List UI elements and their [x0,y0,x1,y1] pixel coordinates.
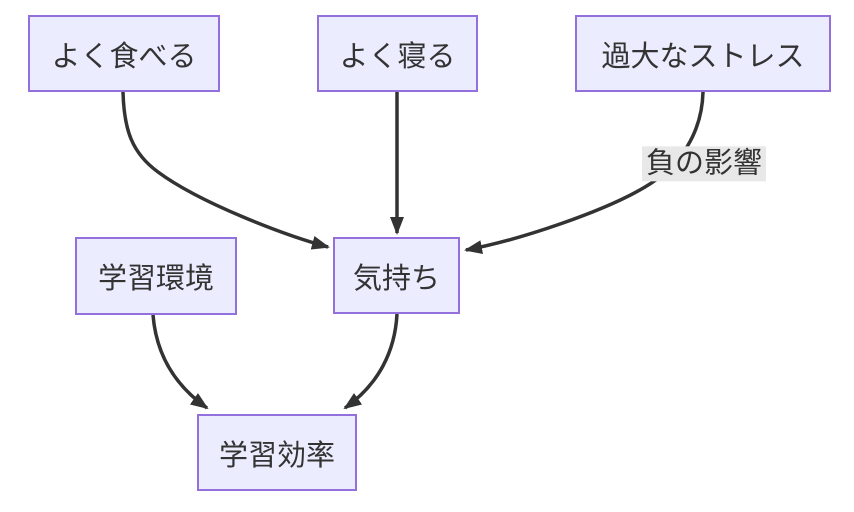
node-learning-efficiency: 学習効率 [197,414,357,491]
edge-eat-to-mood [121,91,330,250]
edge-label-negative-influence: 負の影響 [641,146,767,182]
node-sleep-well: よく寝る [317,15,478,92]
node-excessive-stress: 過大なストレス [575,15,831,92]
node-learning-environment: 学習環境 [75,237,237,315]
node-excessive-stress-label: 過大なストレス [601,40,805,73]
node-learning-environment-label: 学習環境 [97,263,214,295]
edge-environment-to-efficiency [151,314,209,410]
node-learning-efficiency-label: 学習効率 [218,439,335,472]
node-mood-label: 気持ち [352,262,440,295]
node-sleep-well-label: よく寝る [339,40,456,73]
edge-mood-to-efficiency [343,313,399,410]
node-eat-well-label: よく食べる [51,40,197,73]
node-mood: 気持ち [333,237,460,314]
node-eat-well: よく食べる [28,15,220,92]
